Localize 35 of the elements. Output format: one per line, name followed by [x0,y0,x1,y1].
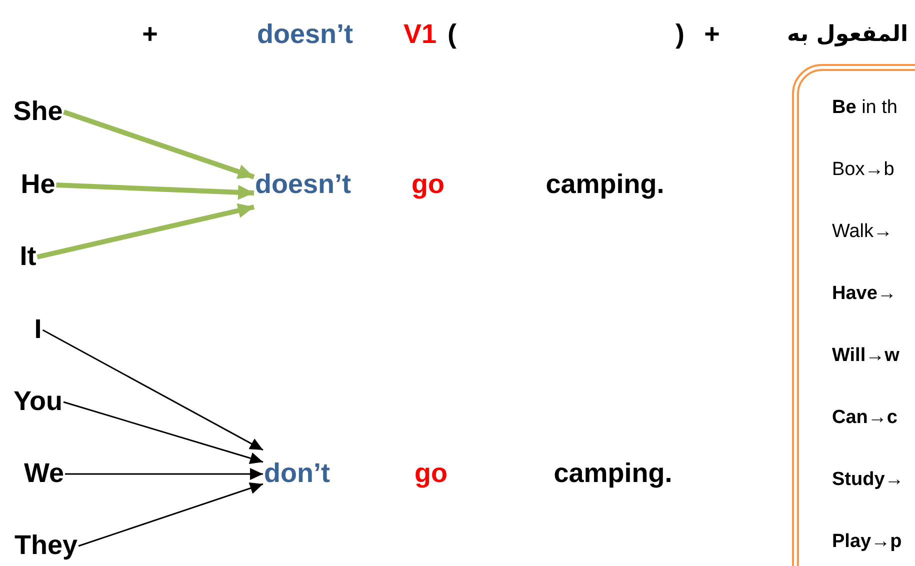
rule-text: Be in th [832,97,898,119]
arrow [36,203,255,260]
plus-sign: + [704,20,720,50]
word: She [13,97,63,127]
rule-text: Will→w [832,345,900,367]
word: It [20,242,36,272]
word: doesn’t [255,170,351,200]
arrow [78,482,264,547]
word: We [24,459,64,489]
arrow [63,401,264,464]
plus-sign: + [142,20,158,50]
word: camping. [554,459,672,489]
rule-text: Box→b [832,159,894,181]
rule-text: Play→p [832,531,902,553]
bracket: ( [448,20,456,50]
arrow [65,468,263,480]
word: go [412,170,444,200]
word: I [34,315,42,345]
word: don’t [264,459,330,489]
word: go [414,459,448,489]
word: They [14,531,78,561]
arrow [56,182,254,200]
rule-text: Have→ [832,283,896,305]
bracket: ) [676,20,684,50]
word: You [14,387,62,417]
arrow [42,329,264,451]
word: camping. [546,170,664,200]
arrow [62,110,255,180]
arabic-word: المفعول به [787,22,908,48]
word: V1 [403,20,437,50]
word: doesn’t [257,20,353,50]
rule-text: Walk→ [832,221,893,243]
rule-text: Can→c [832,407,898,429]
rule-text: Study→ [832,469,904,491]
word: He [20,170,56,200]
